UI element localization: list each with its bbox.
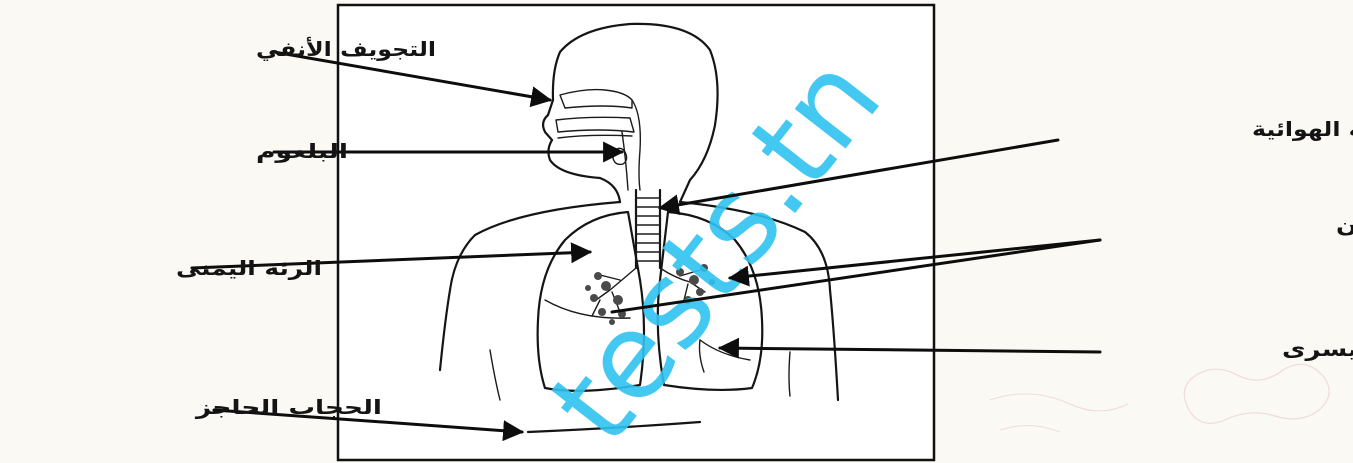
label-trachea: القصبة الهوائية xyxy=(1252,117,1353,141)
label-bronchioles: الشعيبات الرئويتان xyxy=(1336,213,1353,237)
label-left-lung: الرئة اليسرى xyxy=(1282,337,1353,361)
label-right-lung: الرئة اليمنى xyxy=(176,256,322,280)
label-nasal-cavity: التجويف الأنفي xyxy=(256,36,436,62)
label-pharynx: البلعوم xyxy=(256,139,348,163)
background-stamp xyxy=(990,364,1329,432)
label-diaphragm: الحجاب الحاجز xyxy=(195,395,382,419)
